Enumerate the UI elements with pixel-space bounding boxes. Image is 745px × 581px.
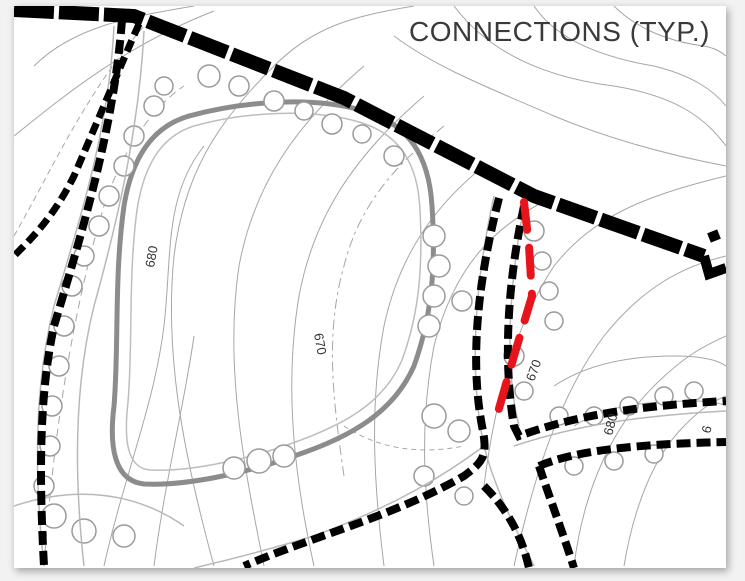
trail-network xyxy=(14,6,726,568)
tree-symbols xyxy=(33,64,704,548)
contour-label-partial: 6 xyxy=(698,424,714,435)
contour-label-680: 680 xyxy=(142,245,161,269)
contour-lines xyxy=(14,6,726,567)
contour-label-670: 670 xyxy=(311,332,330,356)
connections-callout: CONNECTIONS (TYP.) xyxy=(409,16,710,47)
trail-top-end-cap xyxy=(699,254,726,281)
trail-right-left-edge xyxy=(242,197,503,568)
contour-label-680-right: 680 xyxy=(600,412,620,437)
connection-red-dashed xyxy=(490,198,537,430)
site-plan-svg: 680 670 670 680 6 xyxy=(14,6,726,568)
site-plan-map: 680 670 670 680 6 CONNECTIONS (TYP.) xyxy=(14,6,726,568)
trail-left-outer xyxy=(37,19,126,567)
contour-label-670-right: 670 xyxy=(523,358,545,384)
trail-right-right-edge xyxy=(503,205,726,441)
trail-left-inner xyxy=(14,22,143,259)
trail-top-stub xyxy=(707,229,721,243)
trail-bottom-center xyxy=(481,483,533,568)
trail-top-diagonal xyxy=(14,6,707,263)
trail-bottom-right-down xyxy=(535,464,578,568)
